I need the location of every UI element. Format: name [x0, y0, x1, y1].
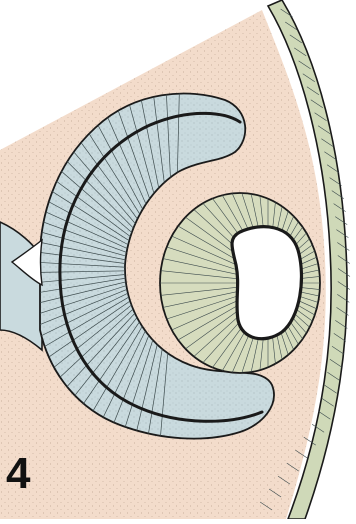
lens-cavity [232, 227, 301, 339]
panel-label: 4 [6, 452, 30, 496]
